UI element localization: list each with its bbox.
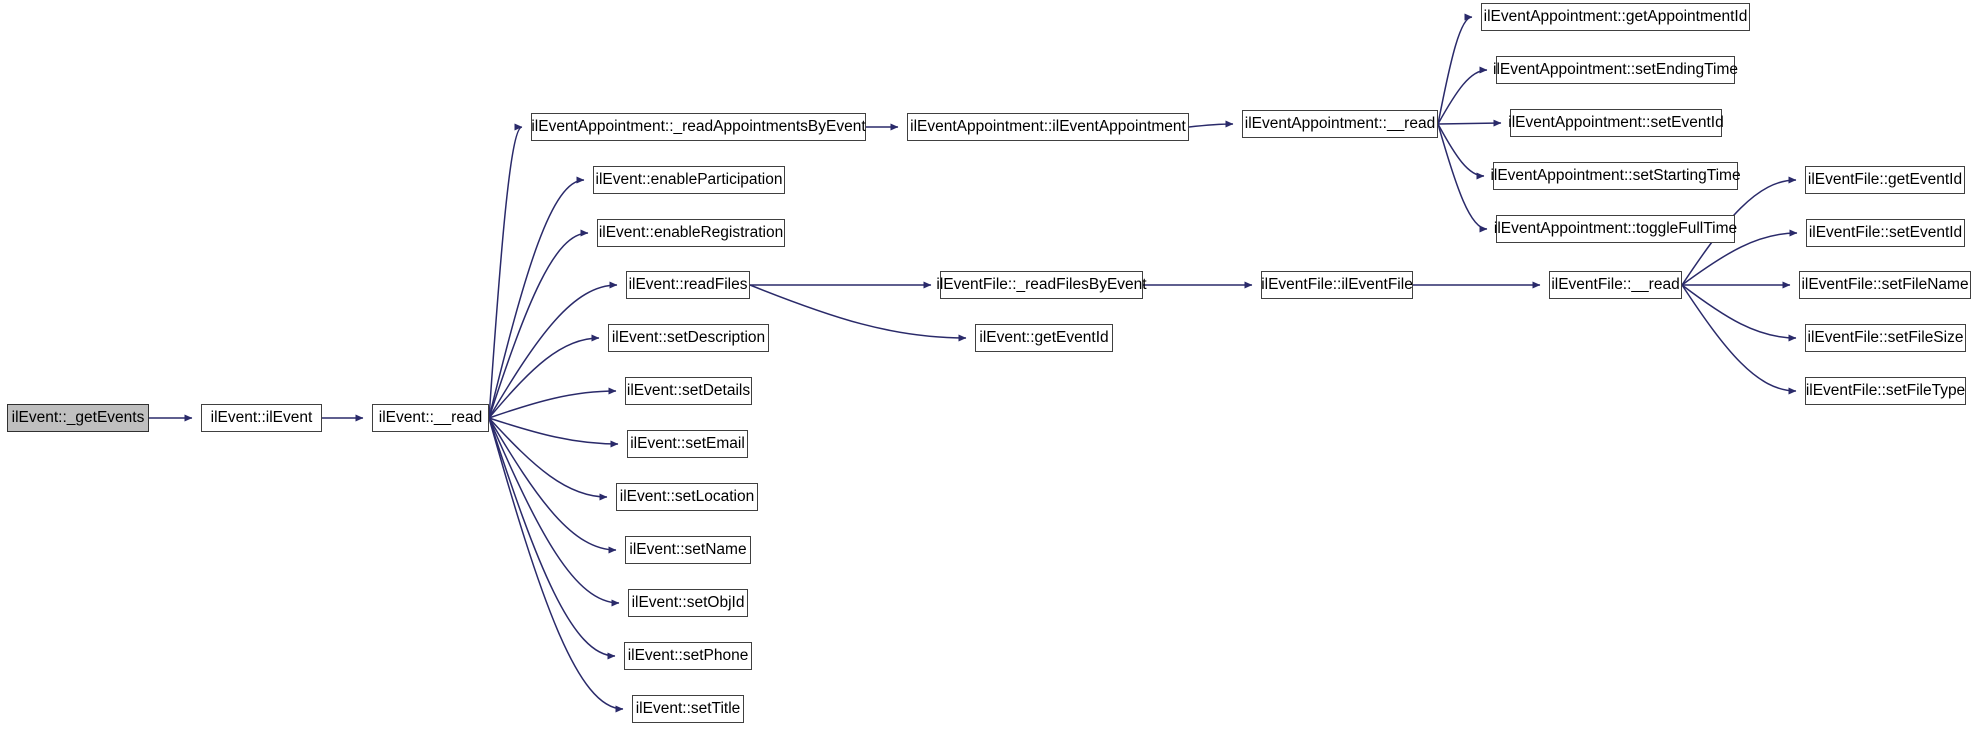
graph-node-n5[interactable]: ilEvent::enableRegistration [597, 219, 785, 247]
graph-node-label: ilEventFile::setFileName [1801, 276, 1969, 294]
graph-node-n23[interactable]: ilEventAppointment::setStartingTime [1490, 162, 1741, 190]
graph-edge-n25-to-n29 [1681, 284, 1797, 342]
graph-edge-n2-to-n3 [488, 123, 523, 419]
graph-node-label: ilEvent::setDescription [611, 329, 766, 347]
graph-edge-n2-to-n9 [488, 417, 619, 448]
graph-node-n6[interactable]: ilEvent::readFiles [626, 271, 750, 299]
graph-node-label: ilEvent::setLocation [619, 488, 755, 506]
graph-edge-n15-to-n18 [1188, 120, 1234, 128]
graph-node-n13[interactable]: ilEvent::setPhone [624, 642, 752, 670]
graph-node-label: ilEvent::_getEvents [11, 409, 145, 427]
graph-node-label: ilEventFile::getEventId [1807, 171, 1963, 189]
graph-node-label: ilEventAppointment::setStartingTime [1490, 167, 1741, 185]
graph-node-n9[interactable]: ilEvent::setEmail [627, 430, 748, 458]
graph-node-label: ilEvent::setObjId [631, 594, 745, 612]
graph-edge-n2-to-n10 [488, 417, 608, 501]
graph-node-n11[interactable]: ilEvent::setName [625, 536, 751, 564]
graph-node-n1[interactable]: ilEvent::ilEvent [201, 404, 322, 432]
graph-node-n26[interactable]: ilEventFile::getEventId [1805, 166, 1965, 194]
graph-edge-n2-to-n7 [488, 334, 600, 419]
graph-node-n24[interactable]: ilEventAppointment::toggleFullTime [1494, 215, 1737, 243]
graph-edge-n25-to-n27 [1681, 229, 1798, 286]
graph-node-label: ilEvent::setDetails [626, 382, 751, 400]
graph-node-label: ilEvent::setPhone [627, 647, 749, 665]
graph-node-label: ilEventFile::setFileType [1805, 382, 1966, 400]
graph-edge-n2-to-n14 [488, 417, 624, 713]
graph-node-n12[interactable]: ilEvent::setObjId [628, 589, 748, 617]
graph-node-n27[interactable]: ilEventFile::setEventId [1806, 219, 1965, 247]
graph-edge-n25-to-n30 [1681, 284, 1797, 395]
graph-node-label: ilEventAppointment::__read [1244, 115, 1436, 133]
graph-edge-n2-to-n8 [488, 387, 617, 419]
graph-node-n3[interactable]: ilEventAppointment::_readAppointmentsByE… [531, 113, 866, 141]
graph-node-n14[interactable]: ilEvent::setTitle [632, 695, 744, 723]
graph-edge-n18-to-n20 [1437, 13, 1473, 125]
graph-node-n25[interactable]: ilEventFile::__read [1549, 271, 1682, 299]
graph-edge-n18-to-n23 [1437, 123, 1485, 180]
graph-node-label: ilEventFile::ilEventFile [1261, 276, 1413, 294]
graph-node-n21[interactable]: ilEventAppointment::setEndingTime [1493, 56, 1738, 84]
graph-node-n2[interactable]: ilEvent::__read [372, 404, 489, 432]
graph-node-n29[interactable]: ilEventFile::setFileSize [1805, 324, 1966, 352]
graph-node-label: ilEvent::ilEvent [210, 409, 313, 427]
graph-edge-n18-to-n22 [1437, 119, 1502, 127]
graph-edge-n18-to-n21 [1437, 66, 1488, 125]
graph-node-n19[interactable]: ilEventFile::ilEventFile [1261, 271, 1413, 299]
graph-node-label: ilEvent::getEventId [979, 329, 1109, 347]
graph-node-label: ilEventAppointment::setEndingTime [1493, 61, 1738, 79]
graph-node-label: ilEvent::setEmail [630, 435, 745, 453]
graph-node-n16[interactable]: ilEventFile::_readFilesByEvent [936, 271, 1147, 299]
graph-edge-n2-to-n4 [488, 176, 585, 419]
graph-node-label: ilEventAppointment::getAppointmentId [1483, 8, 1748, 26]
graph-edge-n2-to-n5 [488, 229, 589, 419]
graph-node-label: ilEvent::readFiles [628, 276, 748, 294]
graph-node-label: ilEvent::enableRegistration [598, 224, 784, 242]
graph-node-label: ilEventFile::setFileSize [1807, 329, 1964, 347]
graph-node-n28[interactable]: ilEventFile::setFileName [1799, 271, 1971, 299]
graph-edge-n2-to-n12 [488, 417, 620, 607]
graph-node-label: ilEvent::setTitle [635, 700, 741, 718]
graph-node-label: ilEventFile::_readFilesByEvent [936, 276, 1147, 294]
graph-node-n10[interactable]: ilEvent::setLocation [616, 483, 758, 511]
graph-node-label: ilEvent::setName [629, 541, 747, 559]
graph-edge-n18-to-n24 [1437, 123, 1488, 233]
graph-node-n17[interactable]: ilEvent::getEventId [975, 324, 1113, 352]
graph-node-n18[interactable]: ilEventAppointment::__read [1242, 110, 1438, 138]
graph-node-label: ilEvent::enableParticipation [595, 171, 783, 189]
graph-node-n30[interactable]: ilEventFile::setFileType [1805, 377, 1966, 405]
graph-node-n7[interactable]: ilEvent::setDescription [608, 324, 769, 352]
graph-edge-n6-to-n17 [749, 284, 967, 342]
graph-node-label: ilEventAppointment::_readAppointmentsByE… [531, 118, 866, 136]
graph-edge-n2-to-n6 [488, 281, 618, 419]
graph-edge-n2-to-n13 [488, 417, 616, 660]
graph-node-label: ilEventAppointment::ilEventAppointment [910, 118, 1186, 136]
graph-node-n0[interactable]: ilEvent::_getEvents [7, 404, 149, 432]
graph-edge-n2-to-n11 [488, 417, 617, 554]
graph-node-n4[interactable]: ilEvent::enableParticipation [593, 166, 785, 194]
graph-node-label: ilEventAppointment::toggleFullTime [1493, 220, 1738, 238]
graph-node-label: ilEvent::__read [378, 409, 483, 427]
graph-node-n8[interactable]: ilEvent::setDetails [625, 377, 752, 405]
graph-node-n22[interactable]: ilEventAppointment::setEventId [1508, 109, 1724, 137]
graph-node-n20[interactable]: ilEventAppointment::getAppointmentId [1481, 3, 1750, 31]
graph-node-label: ilEventFile::__read [1551, 276, 1680, 294]
graph-node-label: ilEventAppointment::setEventId [1508, 114, 1724, 132]
graph-node-label: ilEventFile::setEventId [1808, 224, 1963, 242]
graph-node-n15[interactable]: ilEventAppointment::ilEventAppointment [907, 113, 1189, 141]
graph-edge-n25-to-n26 [1681, 176, 1797, 286]
